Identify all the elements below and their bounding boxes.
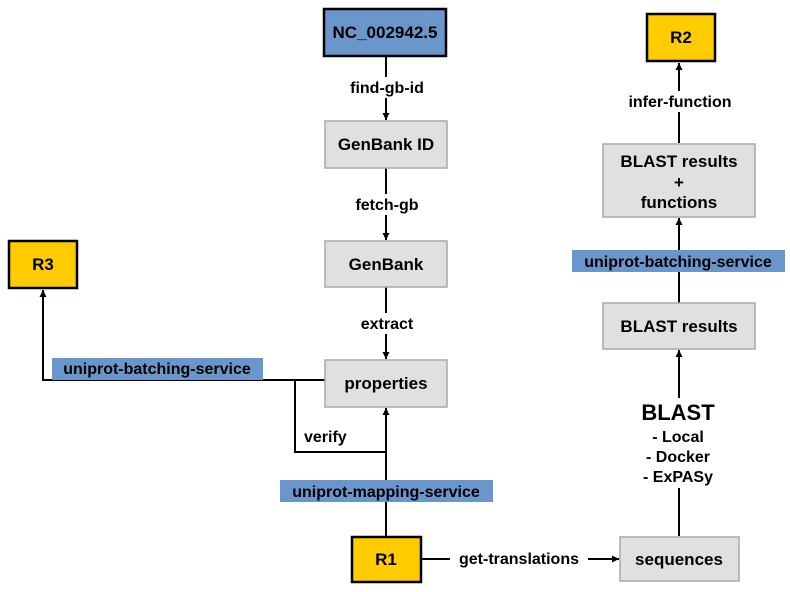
edge-label-uniprot-batching-left: uniprot-batching-service	[63, 361, 251, 378]
node-sequences-label: sequences	[635, 550, 723, 569]
blast-title: BLAST	[641, 400, 715, 425]
edge-label-infer-function: infer-function	[628, 94, 731, 111]
node-blast-results-label: BLAST results	[620, 317, 737, 336]
node-genbank-id-label: GenBank ID	[338, 135, 434, 154]
node-accession: NC_002942.5	[322, 7, 448, 58]
node-r2-label: R2	[670, 28, 692, 47]
node-genbank: GenBank	[324, 240, 448, 288]
blast-option-local: - Local	[652, 429, 704, 446]
edge-label-extract: extract	[361, 316, 414, 333]
node-accession-label: NC_002942.5	[333, 23, 438, 42]
edge-label-uniprot-batching-right: uniprot-batching-service	[584, 254, 772, 271]
node-properties: properties	[324, 359, 448, 408]
node-properties-label: properties	[344, 374, 427, 393]
node-r3: R3	[7, 239, 79, 290]
node-r2: R2	[645, 12, 717, 63]
edge-label-find-gb-id: find-gb-id	[350, 80, 424, 97]
node-r3-label: R3	[32, 255, 54, 274]
blast-option-expasy: - ExPASy	[643, 469, 713, 486]
node-r1: R1	[350, 535, 423, 584]
edge-label-uniprot-mapping: uniprot-mapping-service	[292, 484, 480, 501]
blast-option-docker: - Docker	[646, 449, 710, 466]
node-r1-label: R1	[375, 550, 397, 569]
node-blast-functions-line-1: BLAST results	[620, 152, 737, 171]
node-blast-functions-line-3: functions	[641, 193, 718, 212]
node-blast-functions-line-2: +	[674, 173, 684, 192]
blast-options: BLAST - Local - Docker - ExPASy	[641, 400, 715, 486]
edge-label-get-translations: get-translations	[459, 551, 579, 568]
edge-label-verify: verify	[304, 429, 347, 446]
node-genbank-id: GenBank ID	[324, 120, 448, 169]
node-sequences: sequences	[619, 536, 740, 582]
node-genbank-label: GenBank	[349, 255, 424, 274]
edge-label-fetch-gb: fetch-gb	[355, 197, 418, 214]
node-blast-functions: BLAST results + functions	[602, 143, 756, 218]
node-blast-results: BLAST results	[602, 302, 756, 350]
